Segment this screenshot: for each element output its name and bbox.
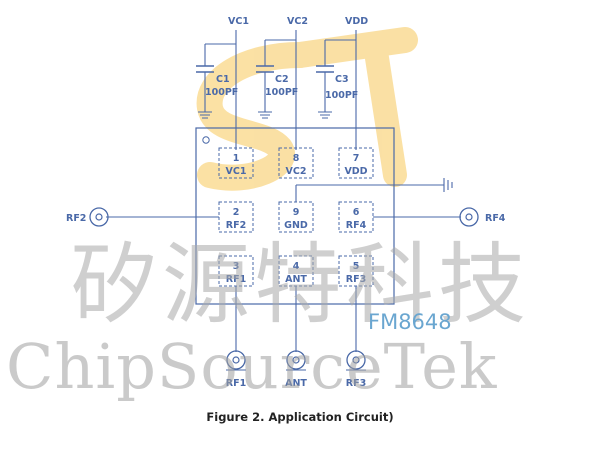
pin8-name: VC2: [286, 166, 307, 177]
logo-watermark: [196, 27, 418, 191]
supply-wiring: [204, 30, 357, 150]
vdd-supply-label: VDD: [345, 16, 368, 27]
pin7-name: VDD: [344, 166, 367, 177]
vc2-supply-label: VC2: [287, 16, 308, 27]
c3-value-label: 100PF: [325, 90, 358, 101]
pin2-number: 2: [233, 207, 240, 218]
pin5-number: 5: [353, 261, 360, 272]
c1-ref-label: C1: [216, 74, 230, 85]
part-number-label: FM8648: [368, 310, 452, 334]
pin1-name: VC1: [226, 166, 247, 177]
cap-ground-icons: [198, 111, 332, 119]
pin9-name: GND: [284, 220, 308, 231]
c2-ref-label: C2: [275, 74, 289, 85]
pin5-name: RF3: [346, 274, 366, 285]
pin3-name: RF1: [226, 274, 246, 285]
rf4-connector-icon: [459, 207, 479, 227]
rf4-port-label: RF4: [485, 213, 506, 224]
rf1-port-label: RF1: [226, 378, 246, 389]
rf3-port-label: RF3: [346, 378, 366, 389]
gnd-wiring: [295, 184, 444, 202]
pin6-number: 6: [353, 207, 360, 218]
pin3-number: 3: [233, 261, 240, 272]
ground-icon: [443, 178, 453, 192]
rf3-connector-icon: [346, 350, 366, 371]
pin7-number: 7: [353, 153, 360, 164]
c2-value-label: 100PF: [265, 87, 298, 98]
rf2-port-label: RF2: [66, 213, 86, 224]
ant-port-label: ANT: [285, 378, 307, 389]
figure-caption: Figure 2. Application Circuit): [206, 410, 394, 424]
c3-ref-label: C3: [335, 74, 349, 85]
chip-body: [195, 127, 395, 305]
c1-value-label: 100PF: [205, 87, 238, 98]
capacitor-c1-symbol: [196, 65, 214, 73]
pin4-number: 4: [293, 261, 300, 272]
capacitor-c2-symbol: [256, 65, 274, 73]
rf-side-wiring: [106, 216, 461, 352]
pin9-number: 9: [293, 207, 300, 218]
pin4-name: ANT: [285, 274, 307, 285]
rf2-connector-icon: [89, 207, 109, 227]
chinese-watermark: 矽源特科技: [70, 233, 531, 336]
pin1-marker-icon: [202, 136, 210, 144]
vc1-supply-label: VC1: [228, 16, 249, 27]
english-watermark: ChipSourceTek: [6, 330, 498, 403]
pin6-name: RF4: [346, 220, 367, 231]
ant-connector-icon: [286, 350, 306, 371]
rf1-connector-icon: [226, 350, 246, 371]
capacitor-c3-symbol: [316, 65, 334, 73]
pin8-number: 8: [293, 153, 300, 164]
pin2-name: RF2: [226, 220, 246, 231]
pin1-number: 1: [233, 153, 240, 164]
